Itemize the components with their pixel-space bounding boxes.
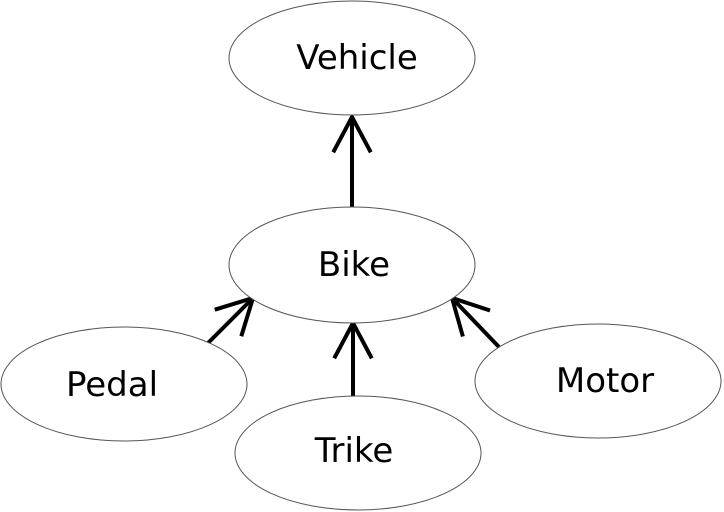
node-bike[interactable]: Bike xyxy=(228,206,476,324)
node-trike-label: Trike xyxy=(314,431,394,471)
node-bike-ellipse xyxy=(228,206,476,324)
edge-line xyxy=(450,296,501,349)
node-trike[interactable]: Trike xyxy=(234,395,482,511)
node-motor-ellipse xyxy=(474,323,722,439)
node-vehicle[interactable]: Vehicle xyxy=(228,0,476,116)
node-trike-ellipse xyxy=(234,395,482,511)
node-bike-label: Bike xyxy=(318,245,390,285)
edge-bike-to-vehicle xyxy=(331,112,373,207)
node-pedal[interactable]: Pedal xyxy=(0,326,248,442)
node-motor-label: Motor xyxy=(556,361,654,401)
node-pedal-ellipse xyxy=(0,326,248,442)
open-arrowhead-icon xyxy=(331,112,373,154)
edge-trike-to-bike xyxy=(332,318,374,396)
edge-line xyxy=(206,296,255,345)
node-pedal-label: Pedal xyxy=(66,365,158,405)
node-vehicle-label: Vehicle xyxy=(296,38,418,78)
edge-motor-to-bike xyxy=(449,294,501,349)
node-motor[interactable]: Motor xyxy=(474,323,722,439)
node-vehicle-ellipse xyxy=(228,0,476,116)
edge-pedal-to-bike xyxy=(206,294,257,345)
